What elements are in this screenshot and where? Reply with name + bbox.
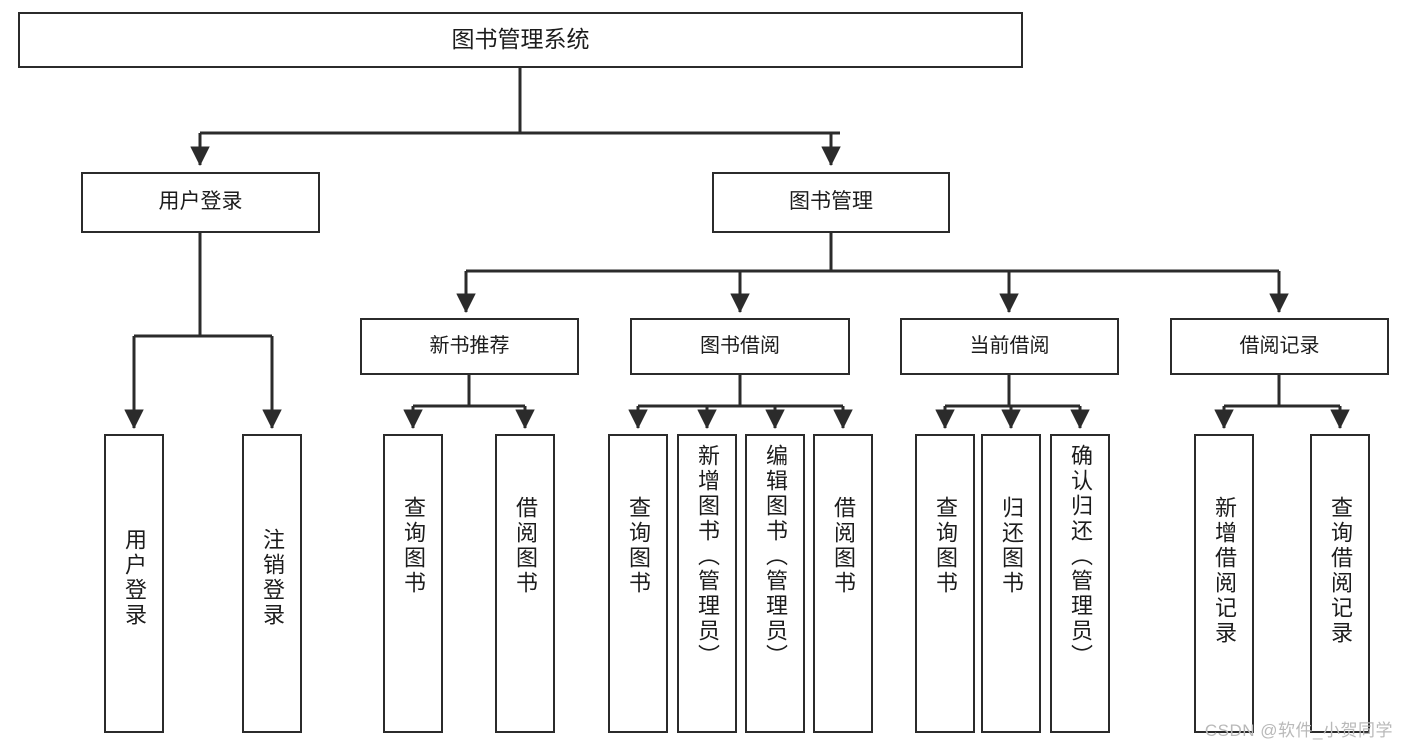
node-leaf-label: 查询图书 bbox=[401, 496, 426, 596]
node-leaf-label: 查询借阅记录 bbox=[1328, 496, 1353, 646]
node-leaf-label: 查询图书 bbox=[933, 496, 958, 596]
node-user-login-label: 用户登录 bbox=[158, 190, 243, 214]
node-leaf-label: 查询图书 bbox=[626, 496, 651, 596]
node-leaf-label: 注销登录 bbox=[260, 528, 285, 628]
node-leaf-label: 编辑图书（管理员） bbox=[763, 444, 788, 669]
node-borrow-record-label: 借阅记录 bbox=[1239, 334, 1320, 357]
node-leaf-user-login-login[interactable]: 用户登录 bbox=[104, 434, 164, 733]
node-new-book-recommend[interactable]: 新书推荐 bbox=[360, 318, 579, 375]
node-book-borrow[interactable]: 图书借阅 bbox=[630, 318, 850, 375]
node-leaf-new-book-query[interactable]: 查询图书 bbox=[383, 434, 443, 733]
node-leaf-label: 确认归还（管理员） bbox=[1068, 444, 1093, 669]
node-new-book-recommend-label: 新书推荐 bbox=[429, 334, 510, 357]
node-leaf-new-book-borrow[interactable]: 借阅图书 bbox=[495, 434, 555, 733]
node-leaf-current-borrow-return[interactable]: 归还图书 bbox=[981, 434, 1041, 733]
node-leaf-label: 用户登录 bbox=[122, 528, 147, 628]
node-leaf-borrow-record-add[interactable]: 新增借阅记录 bbox=[1194, 434, 1254, 733]
node-leaf-book-borrow-query[interactable]: 查询图书 bbox=[608, 434, 668, 733]
node-leaf-current-borrow-confirm-return[interactable]: 确认归还（管理员） bbox=[1050, 434, 1110, 733]
node-current-borrow-label: 当前借阅 bbox=[969, 334, 1050, 357]
node-leaf-user-login-logout[interactable]: 注销登录 bbox=[242, 434, 302, 733]
node-leaf-borrow-record-query[interactable]: 查询借阅记录 bbox=[1310, 434, 1370, 733]
node-leaf-label: 借阅图书 bbox=[831, 496, 856, 596]
node-user-login[interactable]: 用户登录 bbox=[81, 172, 320, 233]
node-leaf-current-borrow-query[interactable]: 查询图书 bbox=[915, 434, 975, 733]
node-leaf-label: 借阅图书 bbox=[513, 496, 538, 596]
node-book-borrow-label: 图书借阅 bbox=[700, 334, 780, 357]
node-leaf-label: 新增图书（管理员） bbox=[695, 444, 720, 669]
node-leaf-label: 新增借阅记录 bbox=[1212, 496, 1237, 646]
node-book-management-label: 图书管理 bbox=[789, 190, 873, 214]
node-borrow-record[interactable]: 借阅记录 bbox=[1170, 318, 1389, 375]
node-leaf-book-borrow-borrow[interactable]: 借阅图书 bbox=[813, 434, 873, 733]
node-root-label: 图书管理系统 bbox=[451, 26, 590, 53]
node-leaf-label: 归还图书 bbox=[999, 496, 1024, 596]
node-book-management[interactable]: 图书管理 bbox=[712, 172, 950, 233]
node-leaf-book-borrow-edit[interactable]: 编辑图书（管理员） bbox=[745, 434, 805, 733]
node-root-book-management-system[interactable]: 图书管理系统 bbox=[18, 12, 1023, 68]
node-leaf-book-borrow-add[interactable]: 新增图书（管理员） bbox=[677, 434, 737, 733]
node-current-borrow[interactable]: 当前借阅 bbox=[900, 318, 1119, 375]
